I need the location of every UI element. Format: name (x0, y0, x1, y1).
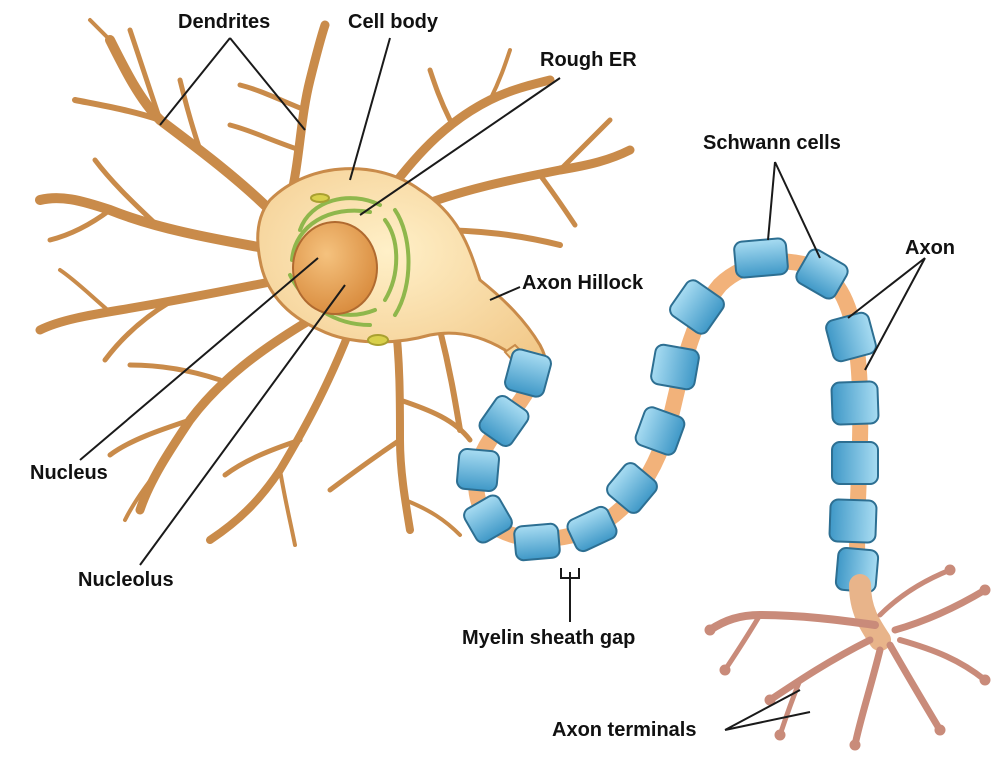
leader-rough-er (359, 77, 561, 216)
leader-axon-terminals (724, 689, 811, 731)
leader-lines (79, 37, 926, 731)
label-nucleus: Nucleus (30, 462, 108, 484)
label-dendrites: Dendrites (178, 11, 271, 33)
nucleus-shape (292, 221, 378, 315)
leader-cell-body (349, 37, 391, 181)
label-rough-er: Rough ER (540, 49, 637, 71)
leader-axon (847, 257, 926, 371)
leader-dendrites (159, 37, 306, 131)
label-schwann-cells: Schwann cells (703, 132, 841, 154)
label-axon-hillock: Axon Hillock (522, 272, 644, 294)
label-nucleolus: Nucleolus (78, 569, 174, 591)
label-cell-body: Cell body (348, 11, 439, 33)
label-axon-terminals: Axon terminals (552, 719, 697, 741)
leader-nucleolus (139, 284, 346, 566)
leader-schwann (767, 161, 821, 259)
label-axon: Axon (905, 237, 955, 259)
leader-nucleus (79, 257, 319, 461)
leader-axon-hillock (489, 286, 521, 301)
leader-myelin-gap (560, 568, 580, 622)
myelin-sheath (455, 237, 880, 593)
dendrites-group (35, 18, 635, 547)
axon-terminals-shape (704, 564, 991, 751)
label-myelin-sheath-gap: Myelin sheath gap (462, 627, 636, 649)
